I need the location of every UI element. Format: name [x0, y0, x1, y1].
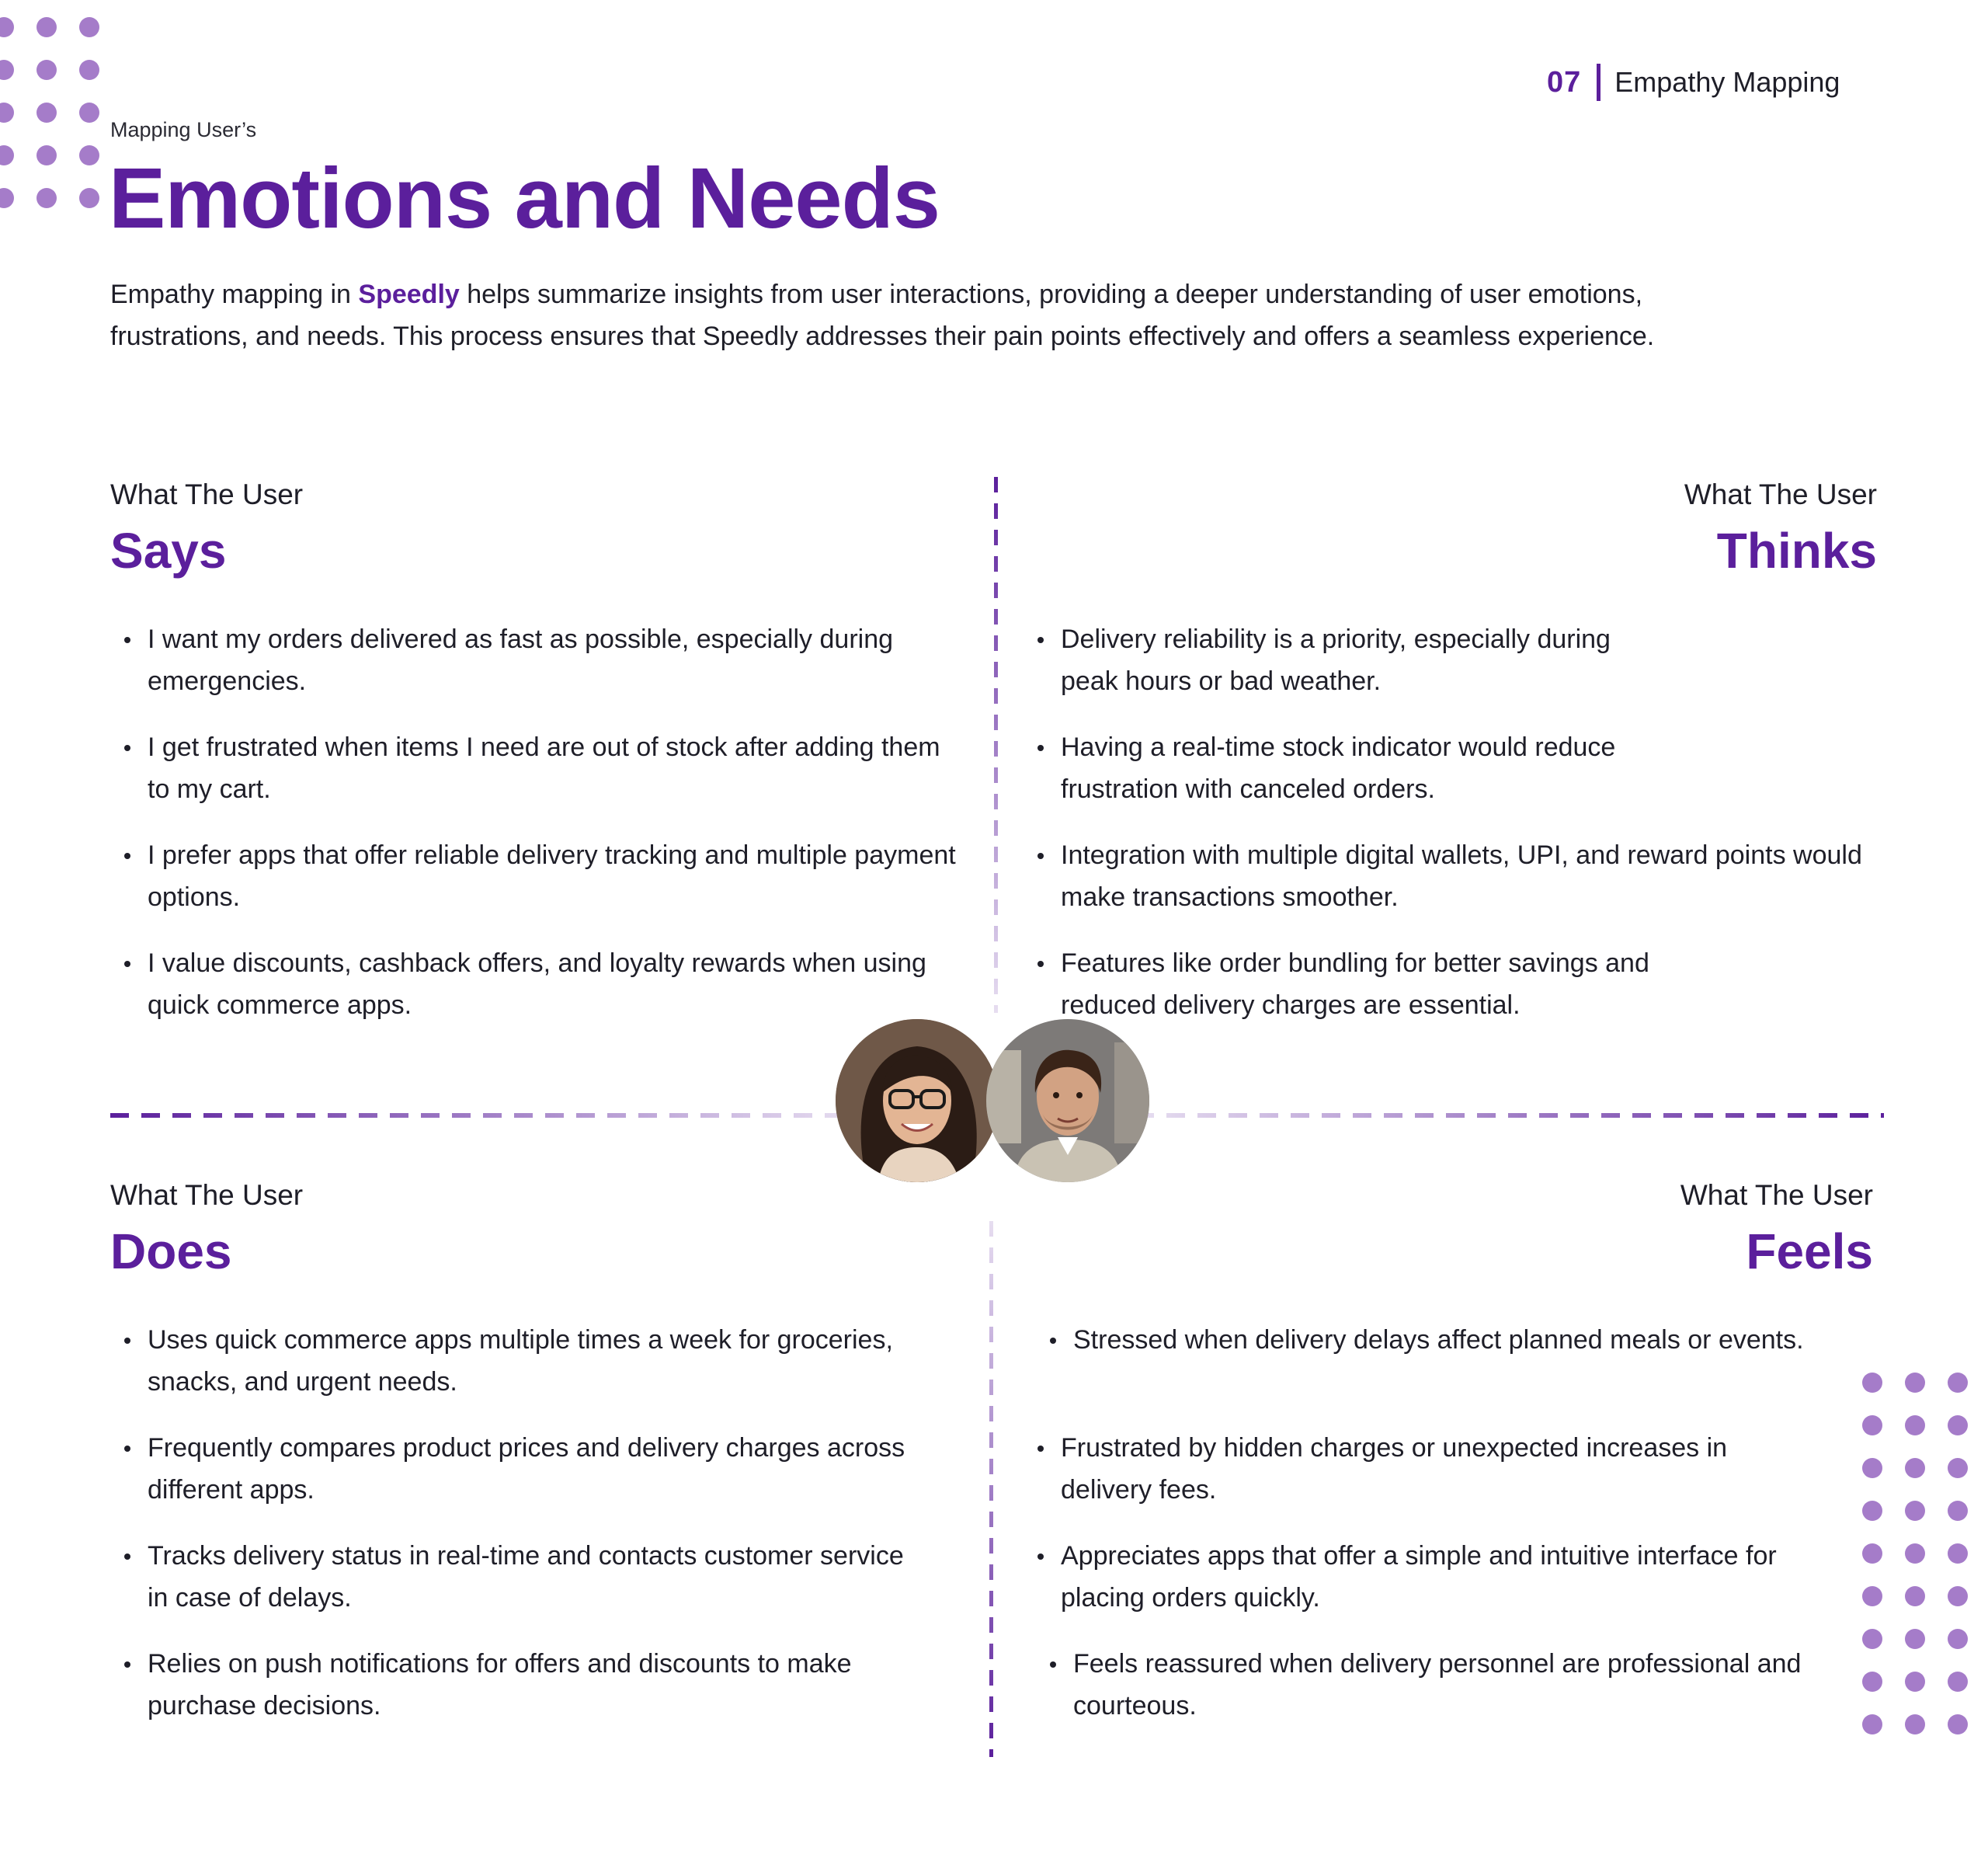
decorative-dot — [1948, 1629, 1968, 1649]
decorative-dot — [36, 103, 57, 123]
brand-name: Speedly — [358, 280, 460, 309]
decorative-dot — [1862, 1415, 1882, 1435]
decorative-dot — [79, 188, 99, 208]
decorative-dot — [1862, 1501, 1882, 1521]
decorative-dot — [0, 103, 14, 123]
decorative-dot — [1948, 1543, 1968, 1564]
decorative-dot — [0, 60, 14, 80]
decorative-dot — [1905, 1586, 1925, 1606]
decorative-dot — [1905, 1672, 1925, 1692]
vertical-divider-bottom — [989, 1221, 993, 1757]
thinks-item: Having a real-time stock indicator would… — [1024, 726, 1862, 810]
decorative-dot — [1862, 1714, 1882, 1734]
thinks-item: Integration with multiple digital wallet… — [1024, 834, 1862, 918]
section-tag: 07 Empathy Mapping — [1547, 64, 1840, 101]
decorative-dot — [36, 145, 57, 165]
decorative-dot — [1905, 1373, 1925, 1393]
decorative-dot — [1905, 1458, 1925, 1478]
decorative-dot-grid-bottom-right — [1862, 1373, 1988, 1734]
vertical-divider-top — [994, 477, 998, 1013]
thinks-title: Thinks — [1716, 523, 1877, 579]
decorative-dot — [0, 145, 14, 165]
decorative-dot — [79, 145, 99, 165]
section-title: Empathy Mapping — [1614, 66, 1840, 98]
does-item: Tracks delivery status in real-time and … — [110, 1535, 964, 1619]
says-item: I get frustrated when items I need are o… — [110, 726, 957, 810]
page-kicker: Mapping User’s — [110, 118, 257, 141]
decorative-dot — [79, 17, 99, 37]
feels-label: What The User — [1680, 1179, 1873, 1211]
page-title: Emotions and Needs — [109, 151, 940, 246]
decorative-dot — [0, 17, 14, 37]
persona-avatar-male-icon — [986, 1019, 1149, 1182]
section-divider-bar — [1597, 64, 1601, 101]
decorative-dot — [1948, 1373, 1968, 1393]
decorative-dot — [36, 188, 57, 208]
does-list: Uses quick commerce apps multiple times … — [110, 1319, 964, 1727]
does-label: What The User — [110, 1179, 304, 1211]
feels-list: Stressed when delivery delays affect pla… — [1024, 1319, 1847, 1727]
decorative-dot — [1905, 1415, 1925, 1435]
decorative-dot — [1905, 1543, 1925, 1564]
feels-title: Feels — [1746, 1223, 1873, 1279]
says-item: I prefer apps that offer reliable delive… — [110, 834, 957, 918]
decorative-dot — [1905, 1501, 1925, 1521]
decorative-dot — [1905, 1629, 1925, 1649]
says-list: I want my orders delivered as fast as po… — [110, 618, 957, 1026]
thinks-item: Features like order bundling for better … — [1024, 942, 1862, 1026]
intro-text-suffix: helps summarize insights from user inter… — [110, 280, 1655, 351]
section-number: 07 — [1547, 65, 1582, 99]
thinks-item: Delivery reliability is a priority, espe… — [1024, 618, 1862, 702]
says-label: What The User — [110, 478, 304, 510]
decorative-dot — [1948, 1458, 1968, 1478]
decorative-dot — [1862, 1543, 1882, 1564]
decorative-dot — [1948, 1714, 1968, 1734]
decorative-dot — [1862, 1458, 1882, 1478]
intro-paragraph: Empathy mapping in Speedly helps summari… — [110, 273, 1772, 357]
says-title: Says — [110, 523, 227, 579]
decorative-dot-grid-top-left — [0, 17, 99, 208]
feels-item: Stressed when delivery delays affect pla… — [1036, 1319, 1847, 1361]
does-item: Relies on push notifications for offers … — [110, 1643, 964, 1727]
does-title: Does — [110, 1223, 232, 1279]
decorative-dot — [1948, 1501, 1968, 1521]
decorative-dot — [1905, 1714, 1925, 1734]
feels-item: Appreciates apps that offer a simple and… — [1024, 1535, 1847, 1619]
says-item: I value discounts, cashback offers, and … — [110, 942, 957, 1026]
does-item: Frequently compares product prices and d… — [110, 1427, 964, 1511]
intro-text-prefix: Empathy mapping in — [110, 280, 359, 309]
feels-item: Feels reassured when delivery personnel … — [1036, 1643, 1847, 1727]
decorative-dot — [36, 17, 57, 37]
persona-avatar-female-icon — [836, 1019, 999, 1182]
decorative-dot — [1862, 1586, 1882, 1606]
decorative-dot — [36, 60, 57, 80]
decorative-dot — [1948, 1415, 1968, 1435]
decorative-dot — [1862, 1629, 1882, 1649]
thinks-label: What The User — [1684, 478, 1877, 510]
decorative-dot — [79, 60, 99, 80]
decorative-dot — [1948, 1672, 1968, 1692]
decorative-dot — [1862, 1373, 1882, 1393]
feels-item: Frustrated by hidden charges or unexpect… — [1024, 1427, 1847, 1511]
decorative-dot — [79, 103, 99, 123]
decorative-dot — [0, 188, 14, 208]
says-item: I want my orders delivered as fast as po… — [110, 618, 957, 702]
decorative-dot — [1948, 1586, 1968, 1606]
does-item: Uses quick commerce apps multiple times … — [110, 1319, 964, 1403]
thinks-list: Delivery reliability is a priority, espe… — [1024, 618, 1862, 1026]
decorative-dot — [1862, 1672, 1882, 1692]
